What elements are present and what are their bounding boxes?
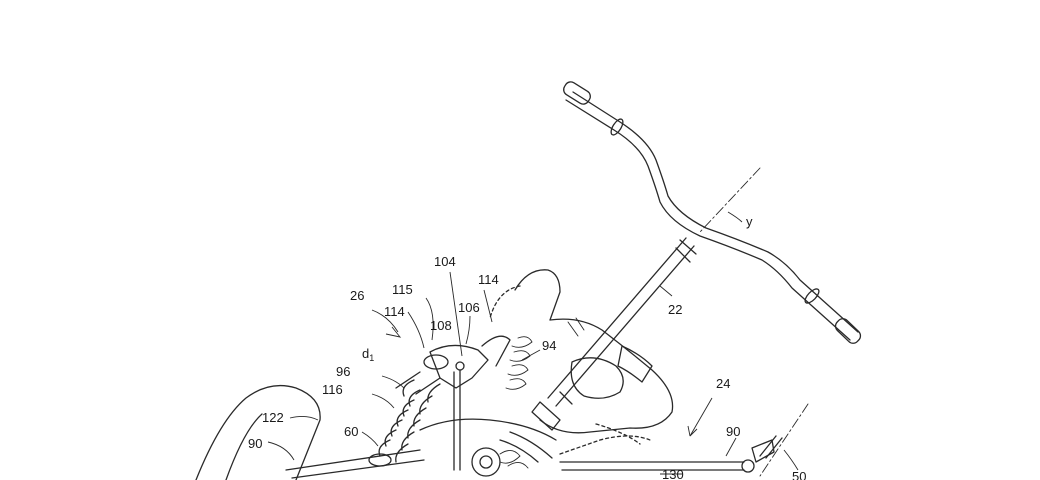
spring-94 bbox=[505, 336, 533, 390]
label-94: 94 bbox=[542, 338, 556, 353]
label-122: 122 bbox=[262, 410, 284, 425]
label-d1: d1 bbox=[362, 346, 374, 363]
label-96: 96 bbox=[336, 364, 350, 379]
label-114-right: 114 bbox=[478, 272, 499, 287]
center-hub bbox=[419, 418, 557, 477]
label-26: 26 bbox=[350, 288, 364, 303]
handlebar bbox=[563, 81, 862, 344]
shock-absorber bbox=[368, 354, 449, 467]
right-knuckle bbox=[741, 403, 809, 477]
suspension-arms bbox=[285, 435, 745, 479]
label-108: 108 bbox=[430, 318, 452, 333]
label-106: 106 bbox=[458, 300, 480, 315]
label-60: 60 bbox=[344, 424, 358, 439]
leader-lines bbox=[267, 271, 799, 475]
label-y: y bbox=[746, 214, 753, 229]
label-50: 50 bbox=[792, 469, 806, 480]
steering-axis bbox=[699, 167, 761, 233]
label-115: 115 bbox=[392, 282, 413, 297]
reference-labels: y 22 24 26 104 115 114 114 106 108 d1 94… bbox=[248, 214, 806, 480]
label-114-left: 114 bbox=[384, 304, 405, 319]
label-104: 104 bbox=[434, 254, 456, 269]
label-22: 22 bbox=[668, 302, 682, 317]
label-130: 130 bbox=[662, 467, 684, 480]
label-24: 24 bbox=[716, 376, 730, 391]
steering-column bbox=[531, 237, 697, 431]
label-90-right: 90 bbox=[726, 424, 740, 439]
body-shell bbox=[489, 269, 674, 445]
label-90-left: 90 bbox=[248, 436, 262, 451]
label-116: 116 bbox=[322, 382, 343, 397]
left-ski bbox=[195, 384, 321, 480]
